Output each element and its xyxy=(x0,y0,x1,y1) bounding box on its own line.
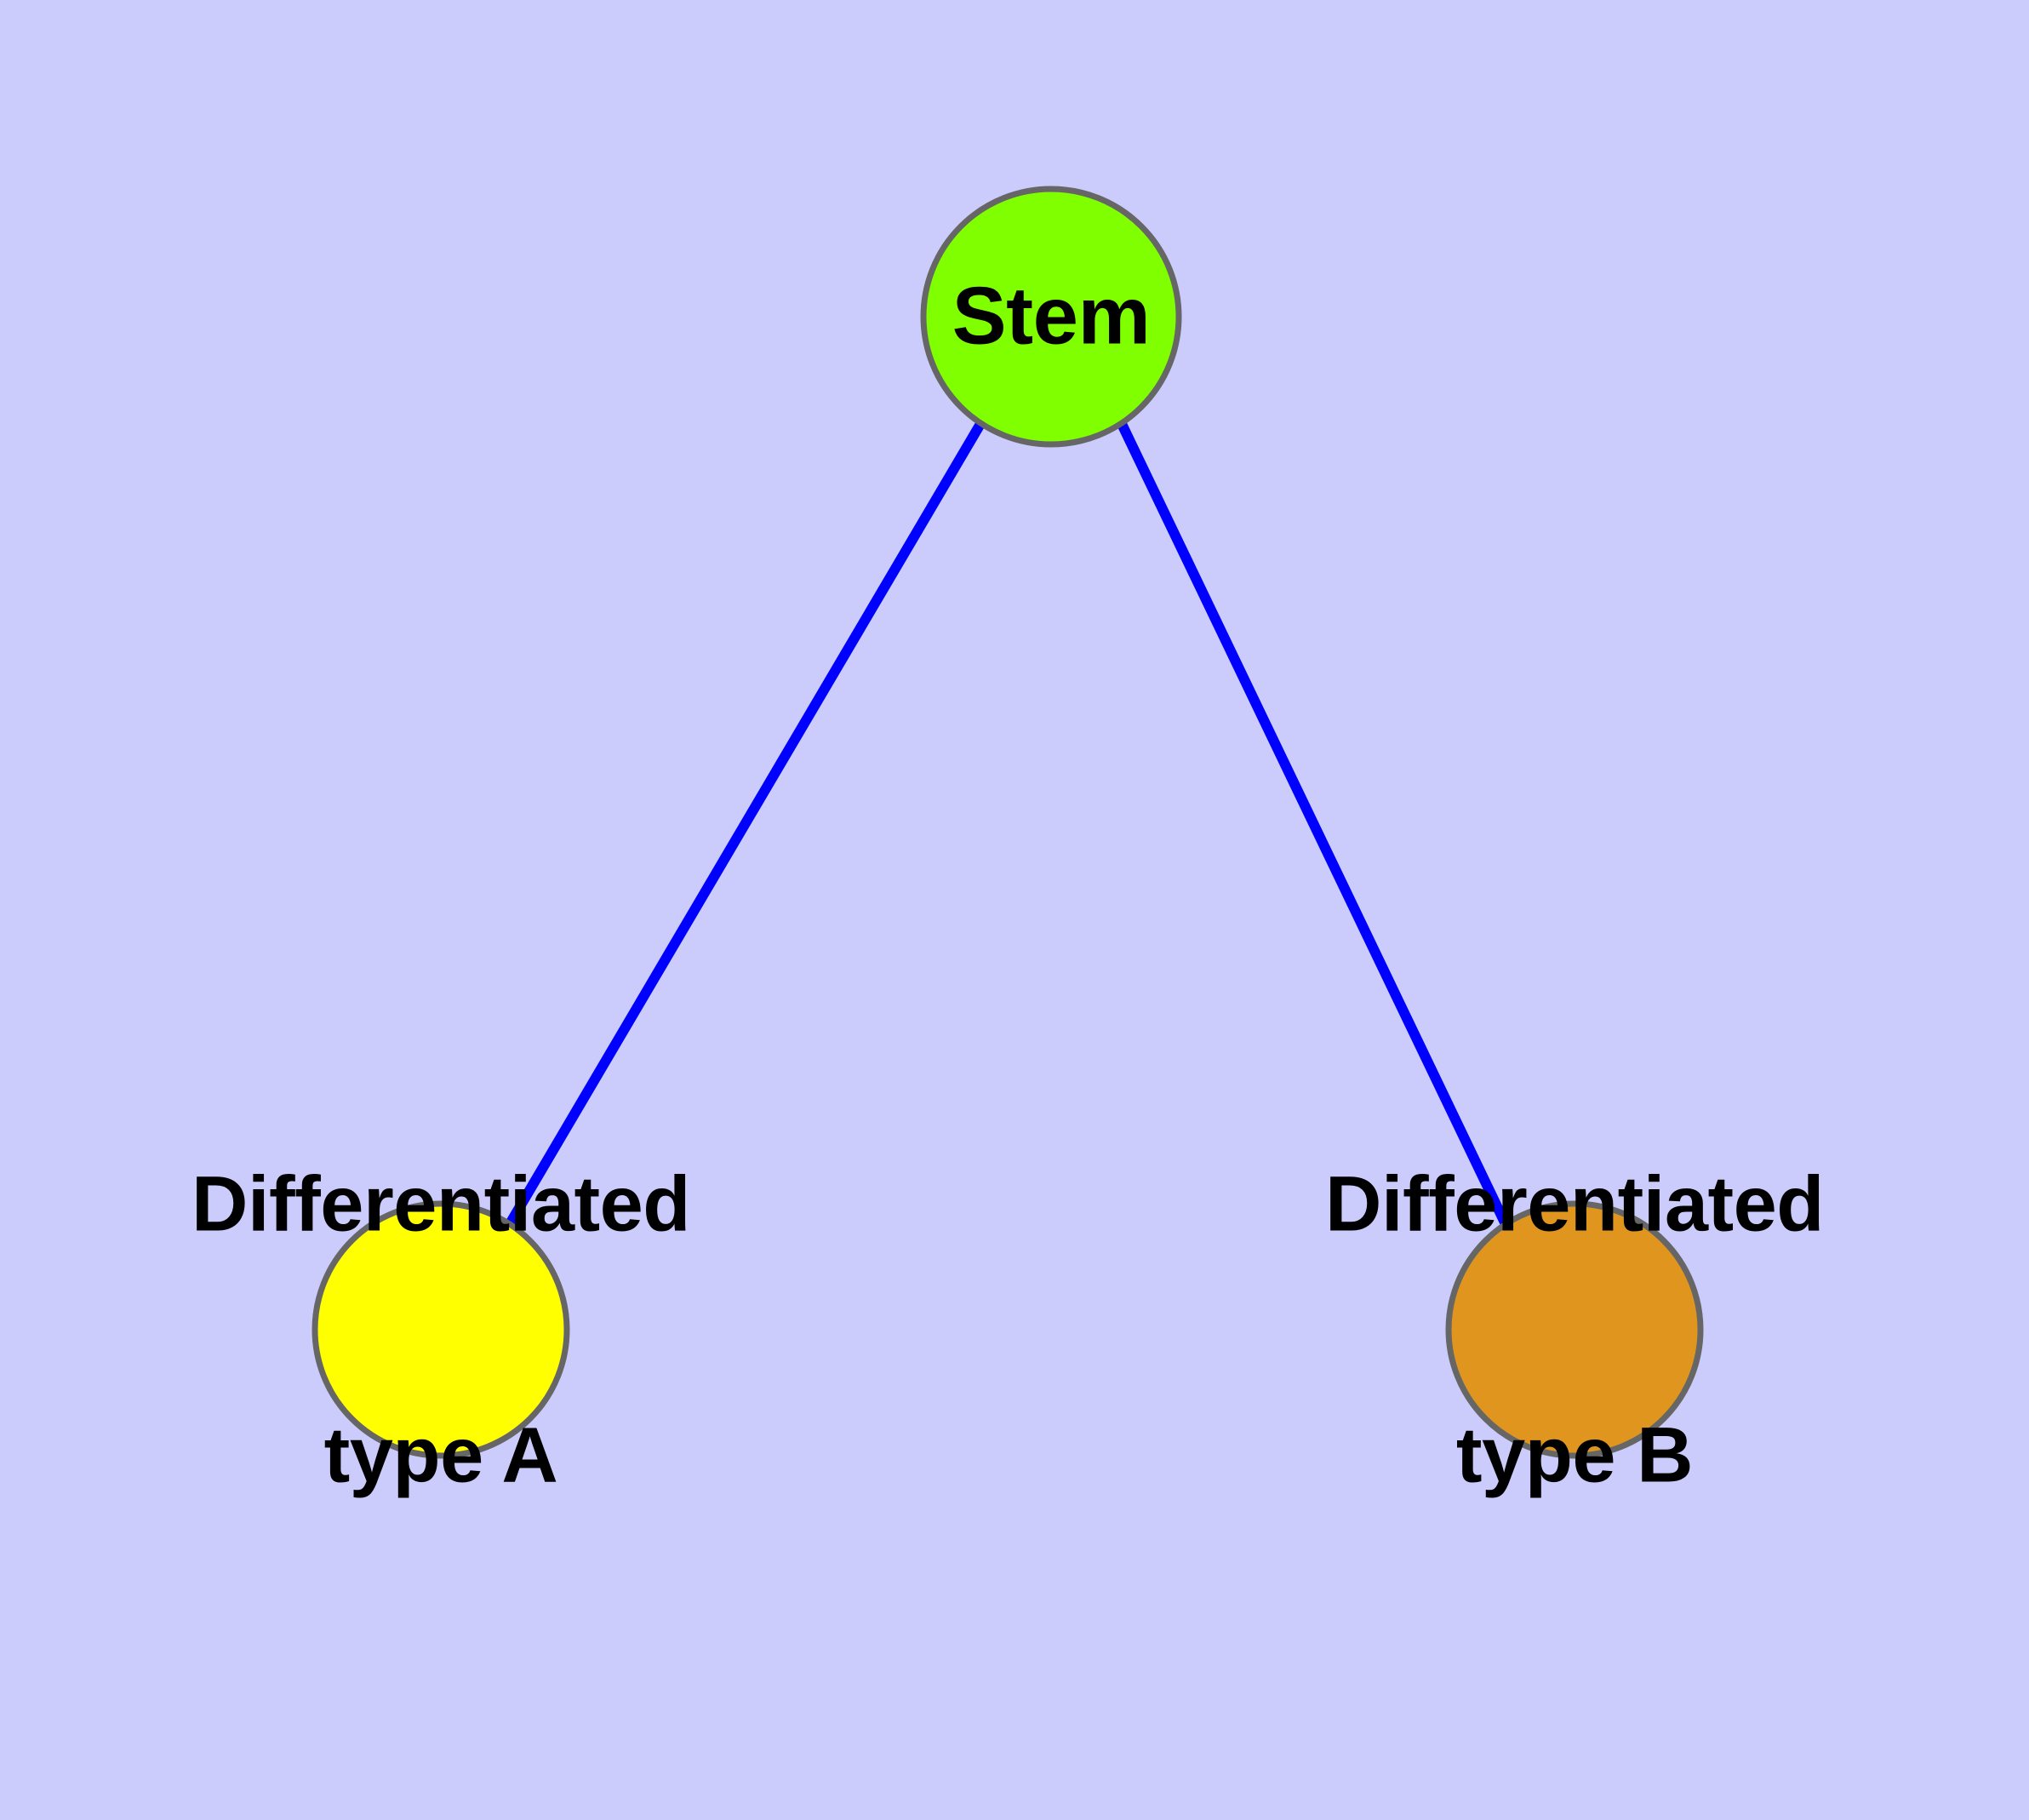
node-layer xyxy=(311,186,1704,1459)
node-circle-differentiated-type-b[interactable] xyxy=(1445,1200,1704,1459)
edge-stem-to-diff-a[interactable] xyxy=(506,421,986,1226)
node-circle-differentiated-type-a[interactable] xyxy=(311,1200,570,1459)
edge-layer xyxy=(506,421,1510,1226)
edge-stem-to-diff-b[interactable] xyxy=(1117,421,1510,1225)
node-circle-stem[interactable] xyxy=(920,186,1182,448)
